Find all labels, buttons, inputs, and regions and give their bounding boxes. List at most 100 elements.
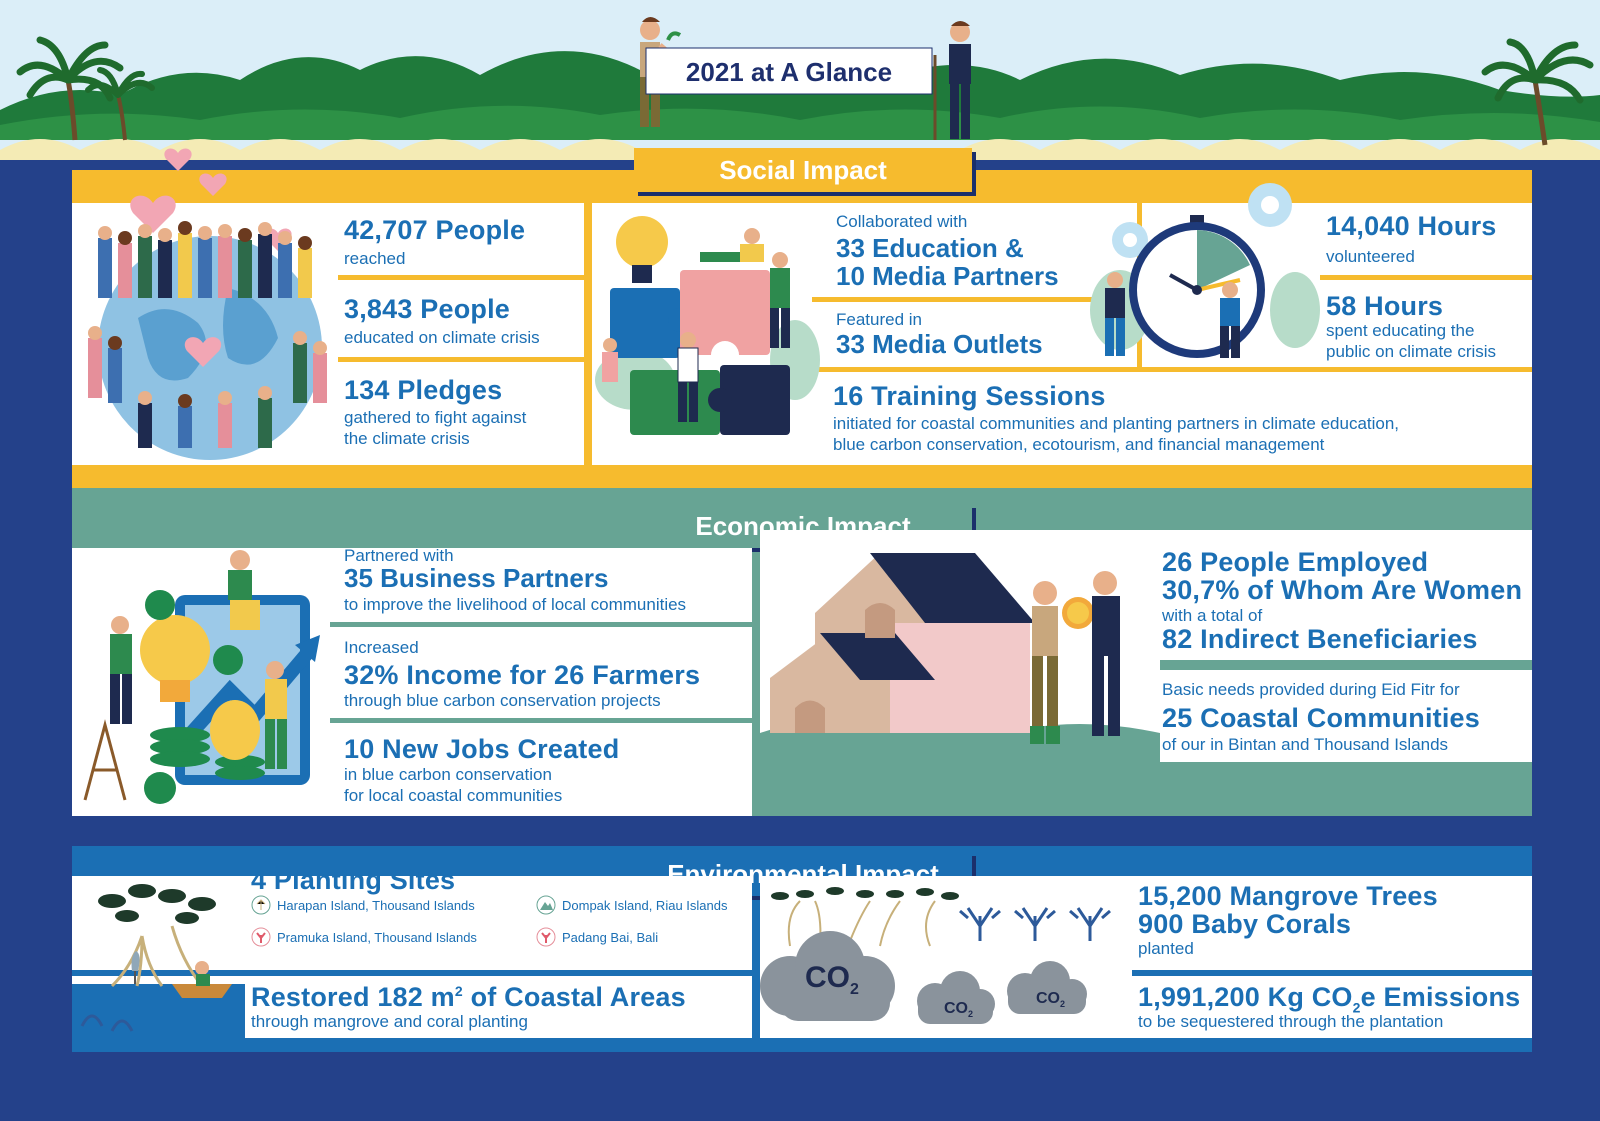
stat-income: 32% Income for 26 Farmers <box>344 660 701 690</box>
stat-business-desc: to improve the livelihood of local commu… <box>344 595 687 614</box>
stat-pledges: 134 Pledges <box>344 375 503 405</box>
divider <box>338 275 584 280</box>
basic-needs-desc: of our in Bintan and Thousand Islands <box>1162 735 1449 754</box>
stat-planting-sites: 4 Planting Sites <box>251 865 456 895</box>
stat-women-employed: 30,7% of Whom Are Women <box>1162 575 1523 605</box>
person-left-icon <box>640 17 682 127</box>
mangrove-site-icon <box>251 895 271 915</box>
person-right-icon <box>933 21 971 140</box>
clock-icon <box>1129 215 1265 358</box>
header-scene <box>0 0 1600 160</box>
stat-emissions: 1,991,200 Kg CO2e Emissions <box>1138 982 1521 1016</box>
basic-needs-pre: Basic needs provided during Eid Fitr for <box>1162 680 1460 699</box>
location-label: Harapan Island, Thousand Islands <box>277 897 475 913</box>
stat-baby-corals: 900 Baby Corals <box>1138 909 1352 939</box>
coral-site-icon <box>536 927 556 947</box>
stat-restored-area: Restored 182 m2 of Coastal Areas <box>251 982 686 1012</box>
coral-site-icon <box>251 927 271 947</box>
stat-education-partners: 33 Education & <box>836 233 1024 263</box>
person-icon <box>1105 272 1240 358</box>
coral-icon <box>959 907 1111 941</box>
stat-income-desc: through blue carbon conservation project… <box>344 691 661 710</box>
social-banner: Social Impact <box>634 148 972 192</box>
boat-icon <box>172 961 232 998</box>
economic-panel-right-bottom <box>1155 670 1532 762</box>
clock-illustration <box>1090 183 1320 358</box>
stat-indirect-beneficiaries: 82 Indirect Beneficiaries <box>1162 624 1478 654</box>
divider <box>330 718 752 723</box>
stat-planted-desc: planted <box>1138 939 1194 958</box>
location-padang-bai: Padang Bai, Bali <box>536 927 658 947</box>
stat-hours-educating-desc-1: spent educating the <box>1326 321 1475 340</box>
stat-media-outlets: 33 Media Outlets <box>836 329 1043 359</box>
stat-people-educated: 3,843 People <box>344 294 510 324</box>
stat-jobs-desc-1: in blue carbon conservation <box>344 765 552 784</box>
mountain-site-icon <box>536 895 556 915</box>
palm-tree-icon <box>1481 38 1594 146</box>
divider <box>338 357 584 362</box>
person-icon <box>110 550 287 769</box>
stat-business-partners: 35 Business Partners <box>344 563 609 593</box>
finance-illustration <box>83 550 320 804</box>
mangrove-icon <box>787 900 936 947</box>
co2-label-medium: CO2 <box>944 1000 974 1020</box>
location-label: Padang Bai, Bali <box>562 929 659 945</box>
co2-cloud-icon <box>760 931 1087 1024</box>
stat-hours-volunteered: 14,040 Hours <box>1326 211 1497 241</box>
income-pre: Increased <box>344 638 419 657</box>
crowd-globe-illustration <box>88 148 327 460</box>
person-left-icon <box>1030 581 1060 744</box>
lightbulb-icon <box>140 615 210 702</box>
coin-icon <box>144 590 265 804</box>
coin-icon <box>1062 597 1094 629</box>
stat-mangrove-trees: 15,200 Mangrove Trees <box>1138 881 1438 911</box>
money-bag-icon <box>210 700 260 760</box>
stat-new-jobs: 10 New Jobs Created <box>344 734 620 764</box>
collab-pre: Collaborated with <box>836 212 968 231</box>
stat-media-partners: 10 Media Partners <box>836 261 1059 291</box>
stat-training-desc-2: blue carbon conservation, ecotourism, an… <box>833 435 1325 454</box>
env-panel-right-bottom <box>1132 976 1532 1038</box>
divider <box>1320 275 1532 280</box>
page-title: 2021 at A Glance <box>685 57 893 87</box>
stat-emissions-desc: to be sequestered through the plantation <box>1138 1012 1444 1031</box>
location-dompak: Dompak Island, Riau Islands <box>536 895 727 915</box>
stat-coastal-communities: 25 Coastal Communities <box>1162 703 1480 733</box>
co2-label-large: CO2 <box>805 961 859 998</box>
mangrove-illustration <box>72 884 245 1038</box>
stat-pledges-desc-1: gathered to fight against <box>344 408 527 427</box>
business-pre: Partnered with <box>344 546 454 565</box>
person-right-icon <box>1092 571 1120 736</box>
person-icon <box>602 228 790 422</box>
stat-people-reached-desc: reached <box>344 249 406 268</box>
stat-people-educated-desc: educated on climate crisis <box>344 328 540 347</box>
employed-pre: with a total of <box>1162 606 1263 625</box>
divider <box>812 367 1532 372</box>
divider <box>330 622 752 627</box>
location-pramuka: Pramuka Island, Thousand Islands <box>251 927 477 947</box>
location-label: Pramuka Island, Thousand Islands <box>277 929 477 945</box>
palm-tree-icon <box>16 36 155 141</box>
stat-people-reached: 42,707 People <box>344 215 526 245</box>
stat-hours-educating: 58 Hours <box>1326 291 1444 321</box>
stat-people-employed: 26 People Employed <box>1162 547 1429 577</box>
stat-training-desc-1: initiated for coastal communities and pl… <box>833 414 1400 433</box>
crowd-people-icon <box>88 221 327 448</box>
leaf-icon <box>771 887 959 900</box>
heron-icon <box>131 951 140 984</box>
location-harapan: Harapan Island, Thousand Islands <box>251 895 475 915</box>
stat-jobs-desc-2: for local coastal communities <box>344 786 563 805</box>
economic-panel-right-top <box>1155 530 1532 660</box>
gear-icon <box>1112 183 1292 258</box>
location-label: Dompak Island, Riau Islands <box>562 897 728 913</box>
divider <box>812 297 1142 302</box>
featured-pre: Featured in <box>836 310 922 329</box>
stat-training-sessions: 16 Training Sessions <box>833 381 1106 411</box>
stat-pledges-desc-2: the climate crisis <box>344 429 470 448</box>
leaf-icon <box>98 884 216 924</box>
co2-label-small: CO2 <box>1036 990 1066 1010</box>
house-icon <box>770 553 1035 733</box>
puzzle-illustration <box>595 216 820 435</box>
house-illustration <box>760 553 1160 762</box>
lightbulb-icon <box>616 216 668 283</box>
